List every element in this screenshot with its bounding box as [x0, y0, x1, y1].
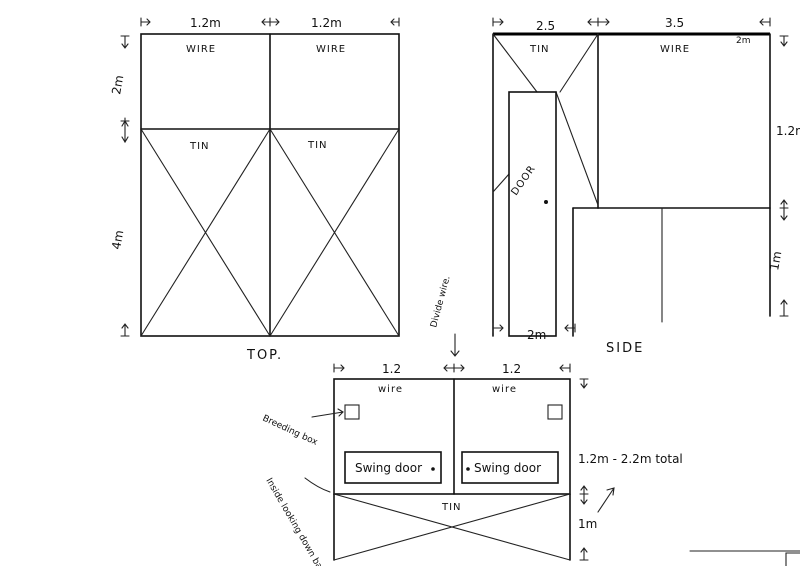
top-wire-right: WIRE: [316, 44, 346, 55]
side-dim-arrow-right: [759, 17, 771, 27]
front-dim-arrow-left: [333, 363, 345, 373]
front-breeding-box-left: [344, 404, 360, 420]
front-swing-left-handle: [431, 467, 435, 471]
side-wire-label: WIRE: [660, 44, 690, 55]
front-width-left: 1.2: [382, 362, 401, 376]
top-tin-left: TIN: [189, 141, 210, 152]
top-dim-arrow-mid: [261, 17, 280, 27]
top-height-wire: 2m: [109, 74, 126, 95]
side-base-arrow-left: [492, 323, 504, 333]
front-swing-left-label: Swing door: [355, 461, 422, 475]
front-swing-door-right: [461, 451, 559, 484]
top-tin-right: TIN: [307, 140, 328, 151]
front-swing-door-left: [344, 451, 442, 484]
front-breeding-note: Breeding box: [261, 414, 320, 448]
side-door: [508, 91, 557, 337]
front-dim-arrow-top: [579, 378, 589, 389]
side-title: SIDE: [606, 341, 644, 356]
side-height-upper: 1.2m: [776, 124, 800, 138]
corner-fragment: [785, 552, 800, 566]
front-divide-note: Divide wire.: [429, 275, 452, 329]
front-tin-label: TIN: [441, 502, 462, 513]
front-height-arrow: [597, 487, 615, 513]
front-wire-right: wire: [492, 384, 517, 395]
top-view: 1.2m 1.2m 2m 4m WIRE WIRE TIN TIN TOP.: [109, 16, 400, 363]
side-base-dim: 2m: [527, 328, 546, 342]
front-dim-arrow-right: [559, 363, 571, 373]
side-view: 2.5 3.5 2m TIN WIRE DOOR 1.2m 1m 2m SIDE: [492, 16, 800, 356]
side-tin-diag-3: [555, 91, 599, 206]
side-tin-diag-2: [559, 33, 599, 93]
side-dim-arrow-mid: [587, 17, 610, 27]
front-upper-outline: [333, 378, 571, 495]
front-divide-arrow: [450, 333, 460, 357]
top-dim-arrow-left: [140, 17, 151, 27]
top-dim-arrow-bottom: [120, 323, 130, 337]
side-top-left-dim: 2.5: [536, 19, 555, 33]
side-height-lower: 1m: [767, 250, 784, 271]
side-door-handle: [544, 200, 548, 204]
side-door-hinge: [492, 173, 510, 193]
side-dim-arrow-top: [779, 35, 789, 47]
side-tin-label: TIN: [529, 44, 550, 55]
front-inside-arrow: [304, 477, 331, 493]
front-cross-2: [333, 493, 571, 561]
top-cross-2: [140, 128, 271, 337]
front-inside-note: Inside looking down banks.: [263, 477, 333, 566]
top-wire-left: WIRE: [186, 44, 216, 55]
front-dim-arrow-bottom: [579, 547, 589, 561]
side-dim-arrow-mid-right: [779, 199, 789, 221]
top-dim-arrow-wire: [120, 35, 130, 49]
side-tin-diag-1: [492, 33, 538, 93]
front-width-right: 1.2: [502, 362, 521, 376]
side-base-arrow-right: [564, 323, 576, 333]
top-title: TOP.: [246, 348, 283, 363]
top-dim-arrow-right: [390, 17, 400, 27]
top-width-left: 1.2m: [190, 16, 221, 30]
side-dim-arrow-left: [492, 17, 504, 27]
side-door-label: DOOR: [509, 163, 538, 197]
front-dim-arrow-mid: [443, 363, 465, 373]
side-small-dim: 2m: [736, 36, 751, 46]
front-height-note: 1.2m - 2.2m total: [578, 452, 683, 466]
side-top-right-dim: 3.5: [665, 16, 684, 30]
front-swing-right-handle: [466, 467, 470, 471]
top-cross-4: [269, 128, 400, 337]
front-view: Swing door Swing door 1.2 1.2 Divide wir…: [261, 275, 683, 566]
front-swing-right-label: Swing door: [474, 461, 541, 475]
front-wire-left: wire: [378, 384, 403, 395]
front-breeding-arrow: [311, 408, 344, 418]
front-dim-arrow-mid-right: [579, 485, 589, 505]
front-height-lower: 1m: [578, 517, 597, 531]
side-dim-arrow-bottom: [779, 299, 789, 317]
top-width-right: 1.2m: [311, 16, 342, 30]
top-height-tin: 4m: [109, 229, 126, 250]
front-breeding-box-right: [547, 404, 563, 420]
top-dim-arrow-tin: [120, 117, 130, 144]
